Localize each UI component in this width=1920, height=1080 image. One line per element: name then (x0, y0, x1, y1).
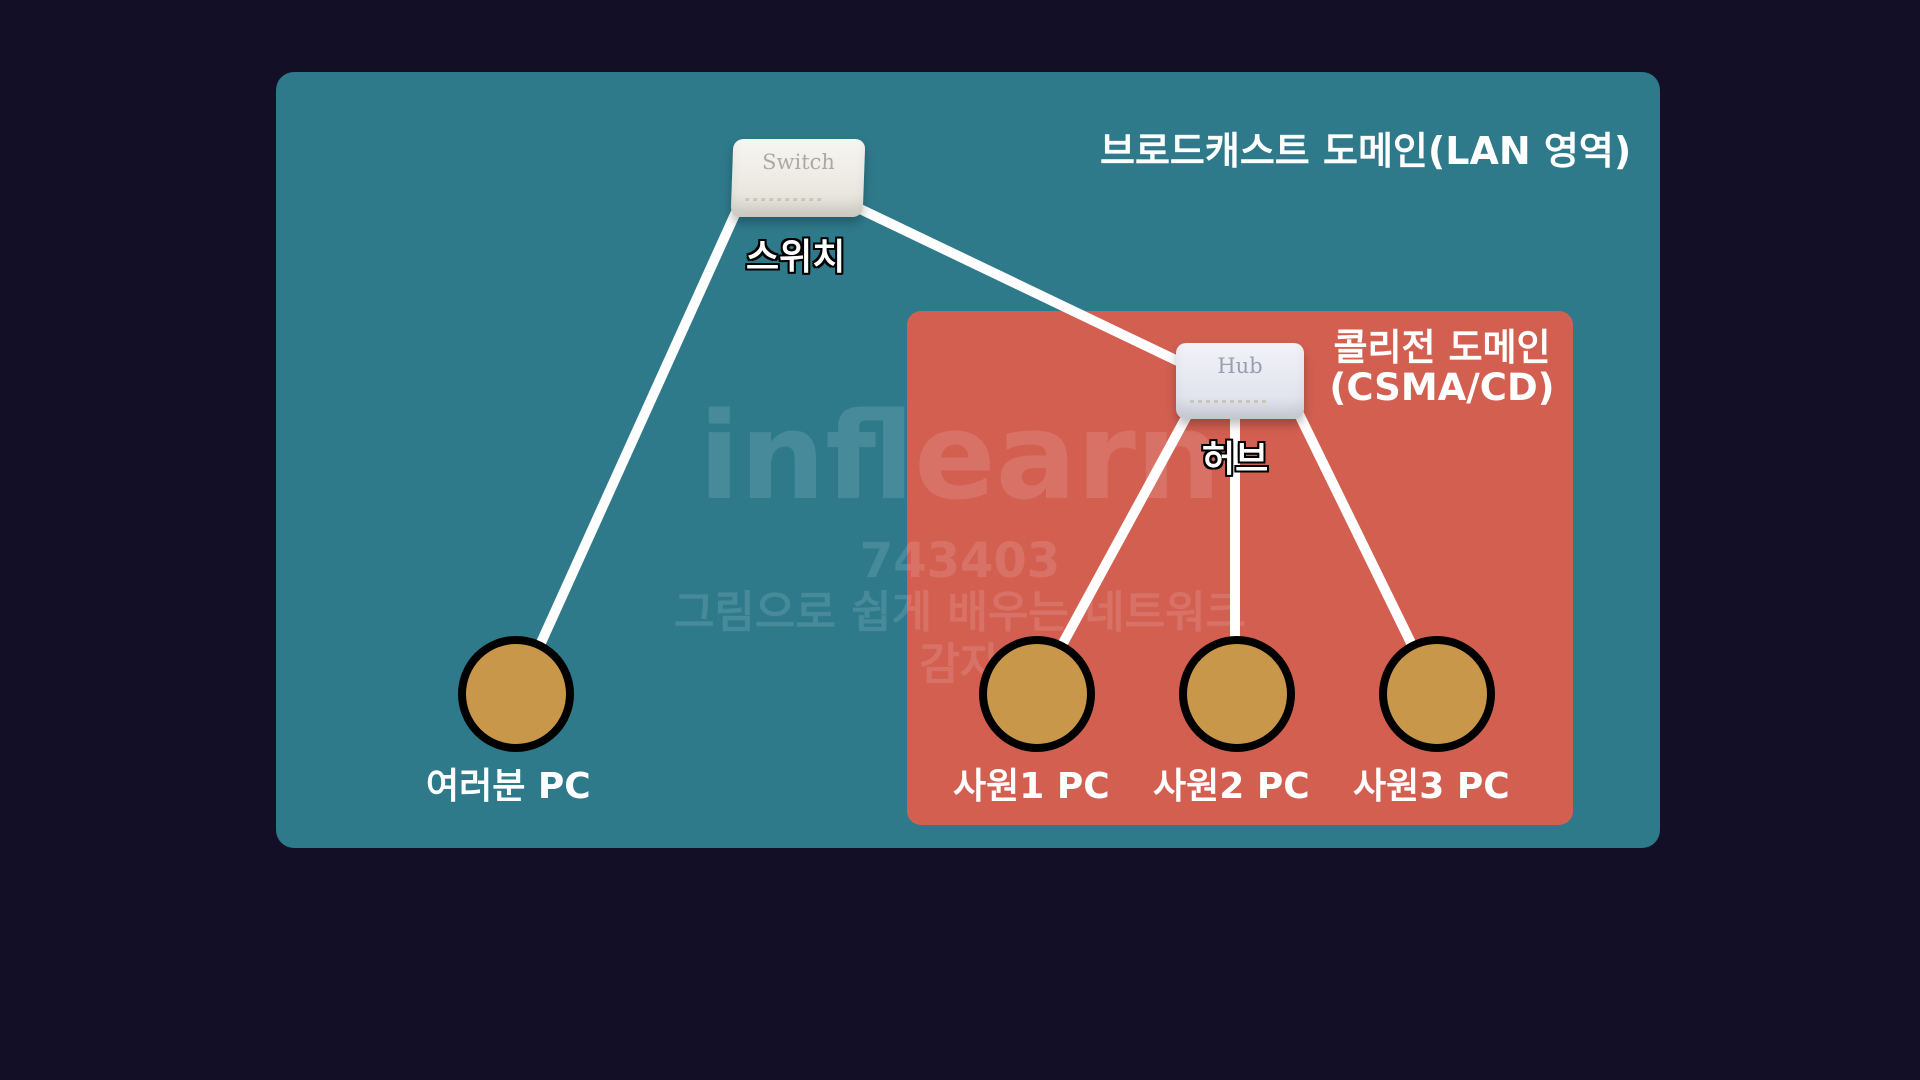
hub-device-icon: Hub (1176, 343, 1304, 419)
switch-device-icon: Switch (730, 139, 866, 217)
my-pc-label: 여러분 PC (426, 766, 591, 807)
employee2-pc-node (1179, 636, 1295, 752)
link-hub-to-employee3-pc (1291, 403, 1417, 650)
employee3-pc-node (1379, 636, 1495, 752)
collision-domain-title-line2: (CSMA/CD) (1329, 366, 1555, 409)
switch-device-text: Switch (761, 150, 836, 174)
employee1-pc-node (979, 636, 1095, 752)
collision-domain-title-line1: 콜리전 도메인 (1333, 326, 1551, 369)
link-switch-to-my-pc (535, 207, 741, 650)
collision-domain-title: 콜리전 도메인 (CSMA/CD) (1322, 328, 1562, 408)
employee3-pc-label: 사원3 PC (1353, 766, 1510, 807)
hub-device-text: Hub (1217, 354, 1263, 378)
watermark-course: 그림으로 쉽게 배우는 네트워크 (673, 587, 1247, 638)
watermark-code: 743403 (859, 533, 1061, 589)
employee1-pc-label: 사원1 PC (953, 766, 1110, 807)
switch-ports (745, 198, 826, 201)
my-pc-node (458, 636, 574, 752)
broadcast-domain-title: 브로드캐스트 도메인(LAN 영역) (1100, 129, 1632, 173)
switch-label: 스위치 (746, 237, 846, 278)
link-hub-to-employee1-pc (1057, 405, 1195, 650)
link-switch-to-hub (853, 203, 1189, 369)
employee2-pc-label: 사원2 PC (1153, 766, 1310, 807)
hub-label: 허브 (1202, 439, 1269, 480)
watermark-logo: inflearn (698, 388, 1222, 527)
hub-ports (1190, 400, 1270, 403)
